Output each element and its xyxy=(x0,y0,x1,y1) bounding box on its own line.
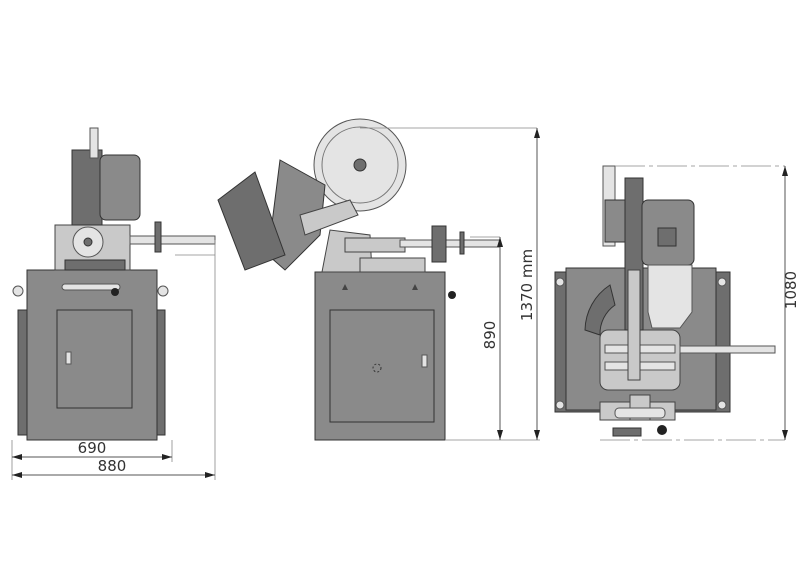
gearbox xyxy=(604,199,628,243)
feed-bar xyxy=(679,345,776,354)
vise-screw xyxy=(431,225,447,263)
dimension-label-880: 880 xyxy=(98,457,127,475)
blade-guard xyxy=(627,269,641,381)
dimension-label-1370: 1370 mm xyxy=(518,249,536,321)
lock-handle xyxy=(612,427,642,437)
angle-scale xyxy=(584,284,616,336)
front-view xyxy=(12,127,216,441)
cabinet-door xyxy=(329,309,435,423)
lifting-eye-right xyxy=(157,285,169,297)
dimension-label-1080: 1080 xyxy=(782,271,800,309)
bar-stop xyxy=(154,221,162,253)
top-view xyxy=(554,165,776,437)
dimension-label-690: 690 xyxy=(78,439,107,457)
lever-knob xyxy=(111,288,119,296)
handwheel xyxy=(459,231,465,255)
side-view xyxy=(217,118,501,441)
vise-jaw xyxy=(344,237,406,253)
lever-knob xyxy=(657,425,667,435)
feed-bar xyxy=(399,239,501,248)
cabinet-door xyxy=(56,309,133,409)
turntable xyxy=(359,257,426,273)
lever-knob xyxy=(448,291,456,299)
handle xyxy=(89,127,99,159)
saw-arm xyxy=(299,199,359,236)
door-handle xyxy=(421,354,428,368)
door-handle xyxy=(65,351,72,365)
feed-bar xyxy=(129,235,216,245)
motor-fan-cover xyxy=(647,264,693,329)
angle-slot xyxy=(61,283,121,291)
lifting-eye-left xyxy=(12,285,24,297)
motor xyxy=(217,171,286,271)
dimension-label-890: 890 xyxy=(481,321,499,350)
motor xyxy=(99,154,141,221)
saw-arm xyxy=(71,149,103,226)
